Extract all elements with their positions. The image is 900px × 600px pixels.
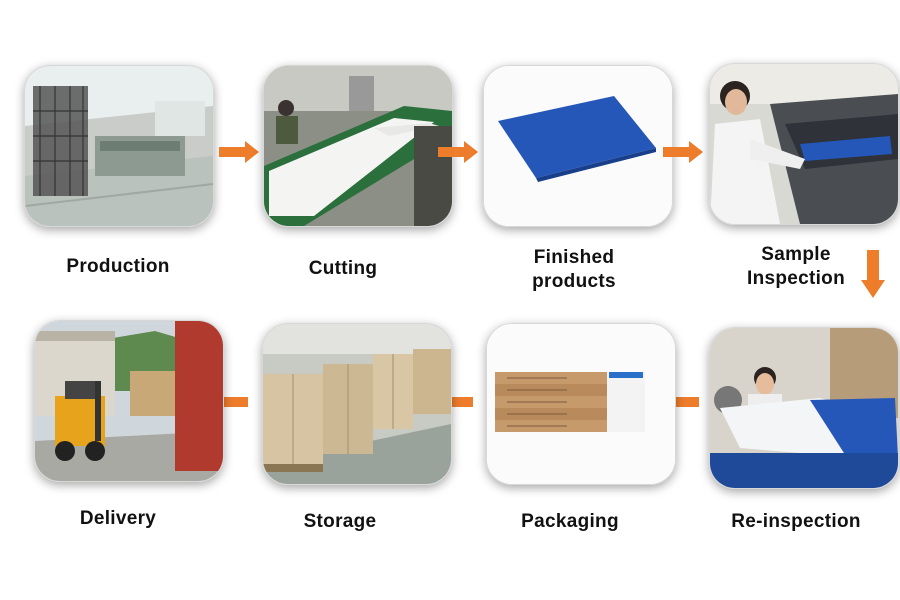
label-line: Sample	[761, 244, 831, 265]
arrow-down-icon	[861, 250, 885, 298]
delivery-photo	[34, 320, 224, 482]
finished-products-photo	[483, 65, 673, 227]
storage-photo	[262, 323, 452, 485]
label-line: Finished	[533, 247, 615, 268]
label-production: Production	[66, 256, 170, 277]
arrow-right-icon	[219, 141, 259, 163]
label-finished-products: Finished products	[480, 246, 668, 294]
production-photo	[24, 65, 214, 227]
label-line: Inspection	[746, 268, 845, 289]
cutting-photo	[263, 65, 453, 227]
label-sample-inspection: Sample Inspection	[696, 243, 896, 291]
sample-inspection-photo	[709, 63, 899, 225]
packaging-photo	[486, 323, 676, 485]
reinspection-photo	[709, 327, 899, 489]
label-reinspection: Re-inspection	[731, 511, 861, 532]
arrow-right-icon	[663, 141, 703, 163]
label-cutting: Cutting	[308, 258, 378, 279]
label-storage: Storage	[303, 511, 377, 532]
label-delivery: Delivery	[79, 508, 157, 529]
label-packaging: Packaging	[521, 511, 619, 532]
label-line: products	[532, 271, 616, 292]
arrow-right-icon	[438, 141, 478, 163]
